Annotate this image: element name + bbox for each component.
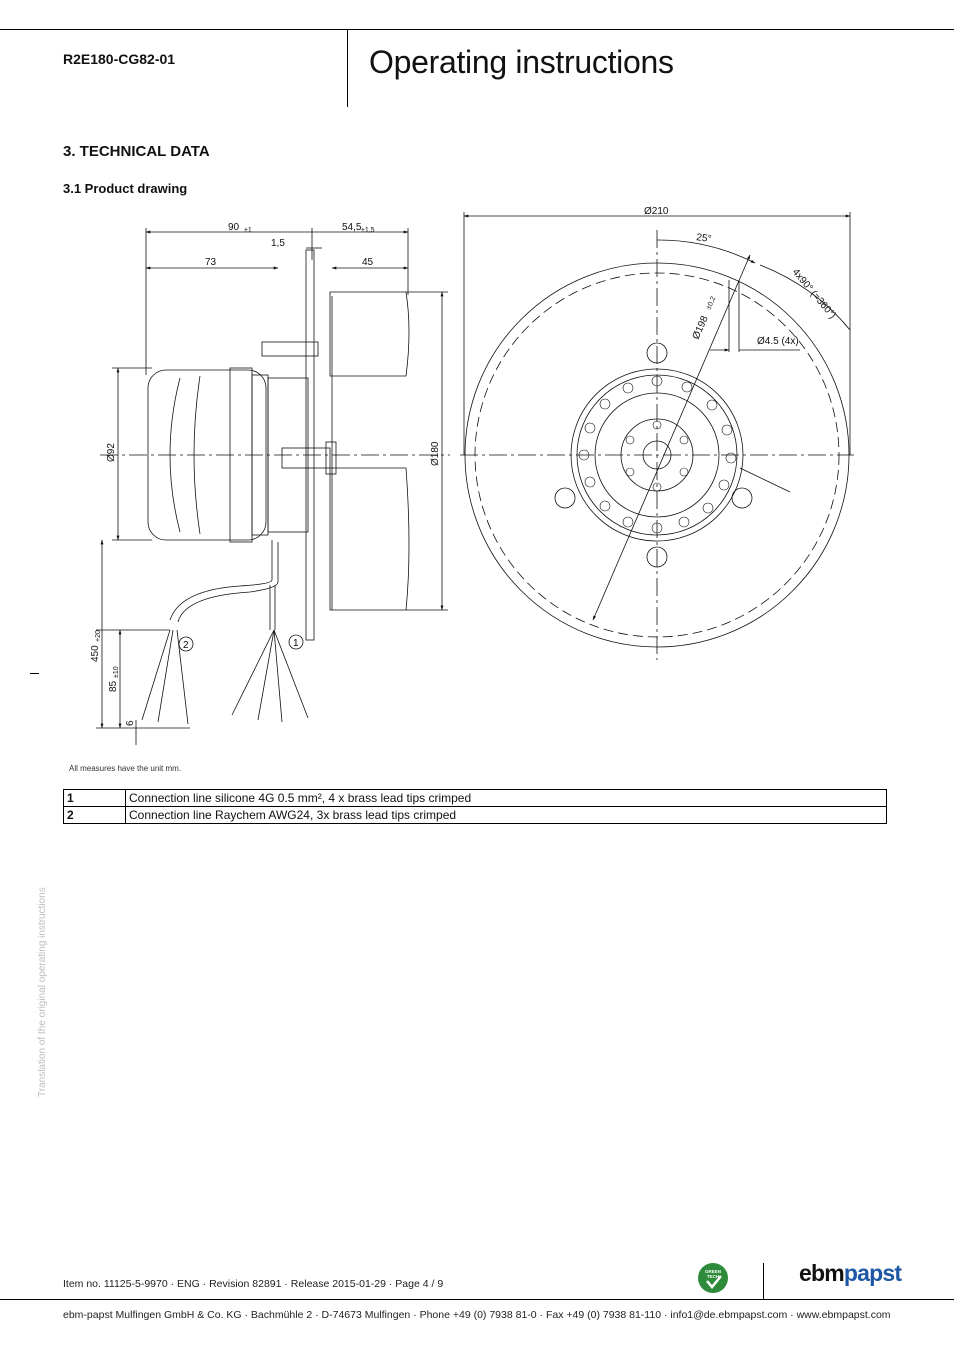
dim-198-label: Ø198 [691, 314, 711, 341]
svg-text:TECH: TECH [707, 1274, 719, 1279]
subsection-heading: 3.1 Product drawing [63, 181, 188, 196]
footer-company-line: ebm-papst Mulfingen GmbH & Co. KG · Bach… [63, 1309, 891, 1321]
dim-73-label: 73 [205, 257, 217, 268]
dim-92-label: Ø92 [106, 443, 117, 462]
angle-25-label: 25° [696, 232, 713, 245]
dim-198-tol: ±0,2 [705, 295, 717, 310]
product-drawing: 90 ±1 54,5 ±1,5 1,5 73 45 Ø92 Ø180 450 +… [90, 206, 854, 745]
dim-210-label: Ø210 [644, 206, 669, 217]
dim-45-label: 45 [362, 257, 374, 268]
hole-label: Ø4.5 (4x) [757, 336, 799, 347]
side-view [96, 228, 450, 745]
legend-text: Connection line silicone 4G 0.5 mm², 4 x… [125, 789, 887, 807]
angle-4x90-label: 4x90° (=360°) [790, 267, 838, 321]
dim-450-tol: +20 [95, 630, 102, 642]
side-note: Translation of the original operating in… [37, 887, 48, 1097]
logo-divider [763, 1263, 764, 1299]
header-divider [347, 29, 348, 107]
measure-note: All measures have the unit mm. [69, 764, 182, 773]
dim-450-label: 450 [90, 645, 101, 662]
greentech-icon: GREEN TECH [698, 1263, 728, 1293]
dim-180-label: Ø180 [430, 441, 441, 466]
legend-table: 1 Connection line silicone 4G 0.5 mm², 4… [63, 789, 887, 824]
legend-num: 1 [63, 789, 126, 807]
brand-part1: ebm [799, 1260, 845, 1286]
dim-85-tol: ±10 [113, 666, 120, 678]
legend-text: Connection line Raychem AWG24, 3x brass … [125, 806, 887, 824]
header-top-rule [0, 29, 954, 30]
legend-num: 2 [63, 806, 126, 824]
side-view-labels: 90 ±1 54,5 ±1,5 1,5 73 45 Ø92 Ø180 450 +… [90, 222, 441, 726]
svg-text:GREEN: GREEN [705, 1269, 721, 1274]
dim-54-label: 54,5 [342, 222, 362, 233]
callout-2: 2 [183, 640, 189, 651]
document-title: Operating instructions [369, 44, 674, 80]
table-row: 1 Connection line silicone 4G 0.5 mm², 4… [63, 789, 887, 807]
footer-item-line: Item no. 11125-5-9970 · ENG · Revision 8… [63, 1278, 444, 1290]
dim-54-tol: ±1,5 [361, 227, 375, 234]
dim-6-label: 6 [125, 720, 136, 726]
dim-90-tol: ±1 [244, 227, 252, 234]
dim-85-label: 85 [108, 680, 119, 692]
brand-part2: papst [843, 1260, 902, 1286]
section-heading: 3. TECHNICAL DATA [63, 143, 210, 160]
ebmpapst-logo: ebmpapst [799, 1260, 902, 1287]
dim-90-label: 90 [228, 222, 240, 233]
margin-tick [30, 673, 39, 674]
front-view [460, 212, 854, 660]
table-row: 2 Connection line Raychem AWG24, 3x bras… [63, 806, 887, 824]
dim-15-label: 1,5 [271, 238, 285, 249]
document-code: R2E180-CG82-01 [63, 51, 176, 67]
callout-1: 1 [293, 638, 299, 649]
footer-rule [0, 1299, 954, 1300]
